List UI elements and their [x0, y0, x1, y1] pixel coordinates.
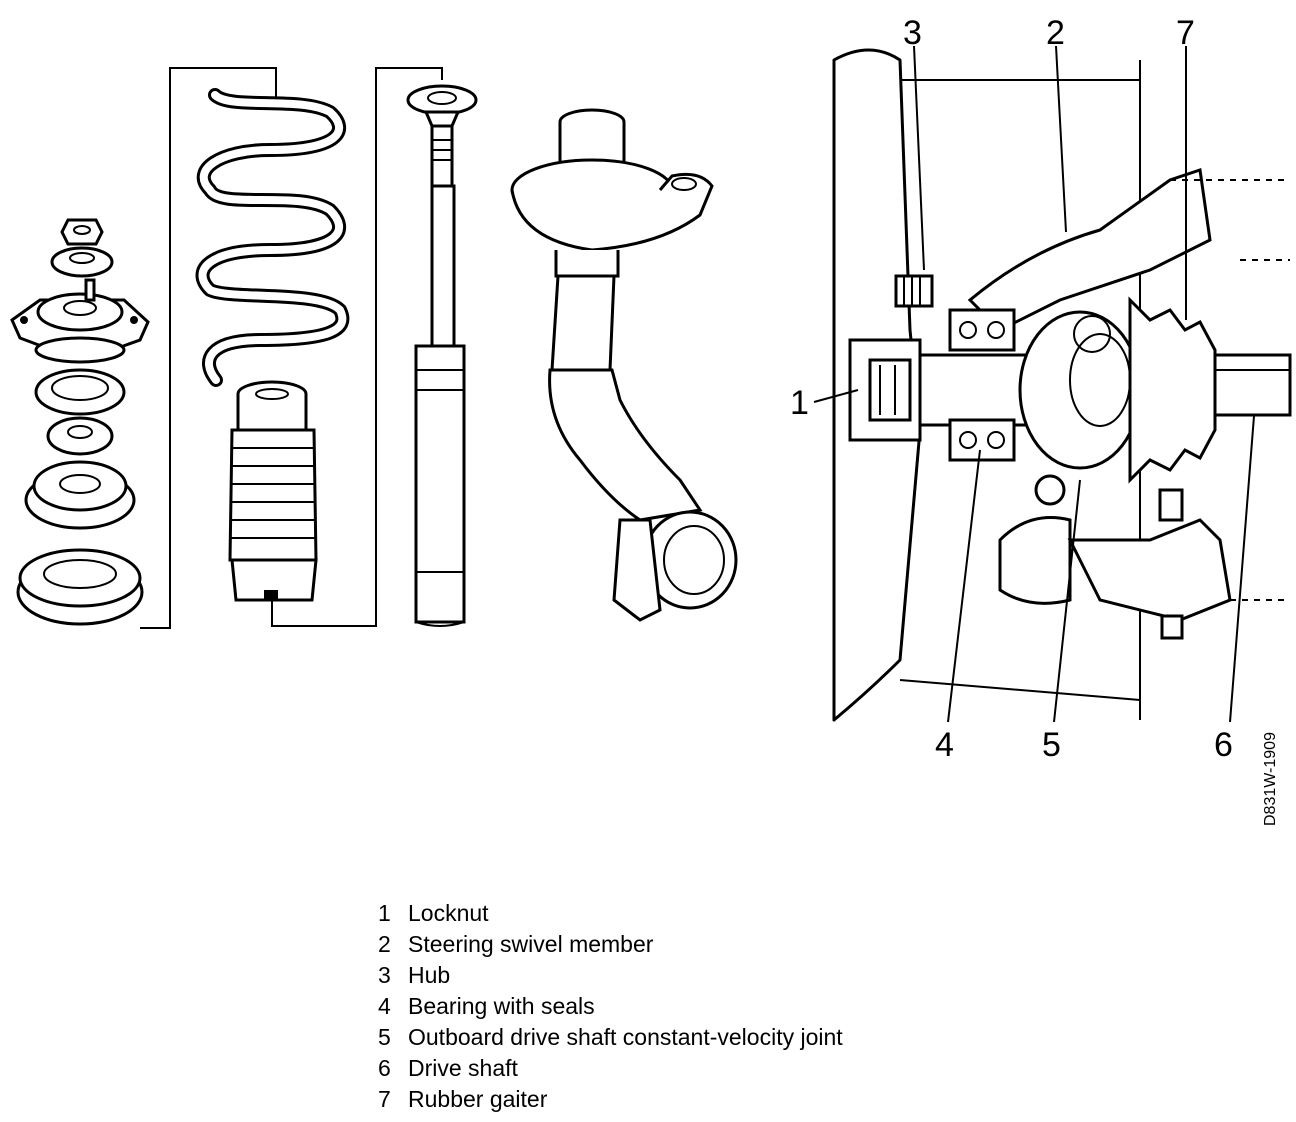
legend-number: 6 [378, 1055, 391, 1081]
coil-spring [195, 88, 350, 387]
callout-1: 1 [790, 384, 809, 422]
bearing-ring [34, 368, 126, 416]
callout-6: 6 [1214, 726, 1233, 764]
top-washer [50, 246, 114, 278]
spacer [46, 416, 114, 456]
legend-number: 2 [378, 931, 391, 957]
legend-label: Hub [408, 962, 451, 988]
top-nut [60, 218, 104, 246]
callout-5: 5 [1042, 726, 1061, 764]
legend-item: 4 Bearing with seals [378, 993, 978, 1024]
drawing-code-label: D831W-1909 [1262, 732, 1279, 826]
legend-number: 7 [378, 1086, 391, 1112]
spring-pad [16, 548, 144, 626]
callout-leaders [813, 45, 1255, 723]
callout-2: 2 [1046, 14, 1065, 52]
legend-number: 3 [378, 962, 391, 988]
legend-label: Drive shaft [408, 1055, 518, 1081]
legend-item: 6 Drive shaft [378, 1055, 978, 1086]
legend-item: 2 Steering swivel member [378, 931, 978, 962]
legend-label: Steering swivel member [408, 931, 654, 957]
shock-absorber [406, 84, 478, 627]
legend-label: Locknut [408, 900, 489, 926]
mount-plate [10, 278, 150, 364]
legend-number: 5 [378, 1024, 391, 1050]
callout-7: 7 [1176, 14, 1195, 52]
grouping-brackets [140, 67, 443, 629]
callout-4: 4 [935, 726, 954, 764]
strut-housing [510, 108, 738, 622]
legend-item: 1 Locknut [378, 900, 978, 931]
suspension-exploded-diagram: 1 2 3 4 5 6 7 [10, 14, 1292, 764]
legend-label: Bearing with seals [408, 993, 595, 1019]
legend-item: 7 Rubber gaiter [378, 1086, 978, 1117]
legend-item: 3 Hub [378, 962, 978, 993]
legend-label: Rubber gaiter [408, 1086, 548, 1112]
hub-cross-section [832, 48, 1292, 722]
parts-legend: 1 Locknut 2 Steering swivel member 3 Hub… [378, 900, 978, 1117]
drawing-code: D831W-1909 [1262, 732, 1279, 826]
legend-number: 1 [378, 900, 391, 926]
legend-item: 5 Outboard drive shaft constant-velocity… [378, 1024, 978, 1055]
callout-3: 3 [903, 14, 922, 52]
diagram-svg: 1 2 3 4 5 6 7 [10, 14, 1292, 764]
upper-spring-seat [24, 460, 136, 530]
legend-label: Outboard drive shaft constant-velocity j… [408, 1024, 843, 1050]
legend-number: 4 [378, 993, 391, 1019]
top-mount-stack [10, 218, 150, 626]
dust-boot [228, 380, 318, 602]
